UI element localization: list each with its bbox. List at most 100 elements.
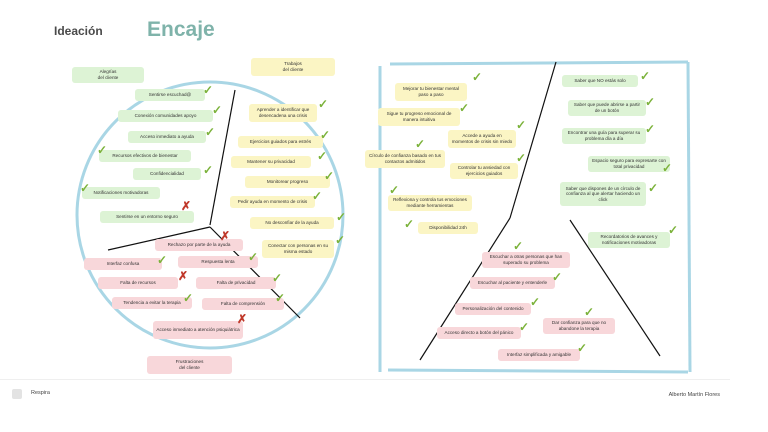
gain-creator-note: Accede a ayuda en momentos de crisis sin…: [448, 130, 516, 148]
gain-creator-note: Disponibilidad 24h: [418, 222, 478, 234]
gain-creator-note: Mejorar tu bienestar mental paso a paso: [395, 83, 467, 101]
gain-note: Confidencialidad: [133, 168, 201, 180]
pain-reliever-note: Escuchar al paciente y entenderle: [470, 277, 555, 289]
cross-icon: ✗: [220, 229, 231, 243]
job-note: Aprender a identificar que desencadena u…: [249, 104, 317, 122]
pain-note: Falta de comprensión: [202, 298, 284, 310]
check-icon: ✓: [80, 181, 91, 195]
left-divider-top: [209, 89, 236, 226]
job-note: No desconfiar de la ayuda: [250, 217, 334, 229]
gain-note: Sentirse en un entorno seguro: [100, 211, 194, 223]
check-icon: ✓: [275, 291, 286, 305]
footer-divider: [0, 379, 730, 380]
job-note: Conectar con personas en su misma estado: [262, 240, 334, 258]
product-note: Encontrar una guía para superar su probl…: [562, 128, 646, 144]
gain-creator-note: Círculo de confianza basado en tus conta…: [365, 150, 445, 168]
pain-reliever-note: Dar confianza para que no abandone la te…: [543, 318, 615, 334]
check-icon: ✓: [668, 223, 679, 237]
pain-reliever-note: Escuchar a otras personas que han supera…: [482, 252, 570, 268]
section-label: Ideación: [54, 24, 103, 38]
right-divider-right: [569, 219, 661, 357]
check-icon: ✓: [203, 163, 214, 177]
app-logo: [12, 389, 22, 399]
gain-note: Recursos efectivos de bienestar: [99, 150, 191, 162]
product-note: Saber que NO estás solo: [562, 75, 638, 87]
customer-profile-circle: [75, 80, 345, 350]
pains-label: Frustraciones del cliente: [147, 356, 232, 374]
check-icon: ✓: [248, 250, 259, 264]
job-note: Mantener su privacidad: [231, 156, 311, 168]
check-icon: ✓: [320, 128, 331, 142]
check-icon: ✓: [577, 341, 588, 355]
job-note: Pedir ayuda en momento de crisis: [230, 196, 315, 208]
gain-note: Conexión comunidades apoyo: [118, 110, 213, 122]
check-icon: ✓: [645, 95, 656, 109]
gain-note: Notificaciones motivadoras: [82, 187, 160, 199]
pain-note: Falta de recursos: [98, 277, 178, 289]
check-icon: ✓: [205, 125, 216, 139]
pain-note: Tendencia a evitar la terapia: [112, 297, 192, 309]
gain-creator-note: Reflexiona y controla tus emociones medi…: [388, 195, 472, 211]
check-icon: ✓: [472, 70, 483, 84]
pain-note: Interfaz confusa: [84, 258, 162, 270]
cross-icon: ✗: [178, 269, 189, 283]
check-icon: ✓: [324, 169, 335, 183]
gain-note: Sentirse escuchad@: [135, 89, 205, 101]
pain-note: Respuesta lenta: [178, 256, 258, 268]
gain-note: Acceso inmediato a ayuda: [128, 131, 206, 143]
gains-label: Alegrías del cliente: [72, 67, 144, 83]
check-icon: ✓: [552, 270, 563, 284]
check-icon: ✓: [336, 210, 347, 224]
gain-creator-note: Controlar tu ansiedad con ejercicios gui…: [450, 163, 518, 179]
value-map-bottom-edge: [387, 368, 689, 374]
pain-note: Rechazo por parte de la ayuda: [155, 239, 243, 251]
check-icon: ✓: [584, 305, 595, 319]
cross-icon: ✗: [237, 312, 248, 326]
product-note: Recordatorios de avances y notificacione…: [588, 232, 670, 248]
check-icon: ✓: [97, 143, 108, 157]
product-note: Saber que puede abrirse a partir de un b…: [568, 100, 646, 116]
check-icon: ✓: [318, 97, 329, 111]
job-note: Monitorear progreso: [245, 176, 330, 188]
cross-icon: ✗: [181, 199, 192, 213]
check-icon: ✓: [513, 239, 524, 253]
gain-creator-note: Sigue tu progreso emocional de manera in…: [378, 108, 460, 126]
right-divider-top: [509, 61, 557, 219]
pain-note: Acceso inmediato a atención psiquiátrica: [153, 321, 243, 339]
check-icon: ✓: [157, 253, 168, 267]
check-icon: ✓: [516, 151, 527, 165]
check-icon: ✓: [389, 183, 400, 197]
check-icon: ✓: [404, 217, 415, 231]
product-note: Espacio seguro para expresarte con total…: [588, 156, 670, 172]
job-note: Ejercicios guiados para estrés: [238, 136, 323, 148]
footer-author: Alberto Martín Flores: [668, 392, 720, 398]
value-map-right-edge: [686, 61, 692, 373]
product-note: Saber que dispones de un círculo de conf…: [560, 182, 646, 206]
check-icon: ✓: [516, 118, 527, 132]
value-map-top-edge: [389, 60, 689, 66]
check-icon: ✓: [212, 103, 223, 117]
pain-reliever-note: Interfaz simplificada y amigable: [498, 349, 580, 361]
check-icon: ✓: [272, 271, 283, 285]
pain-reliever-note: Personalización del contenido: [455, 303, 531, 315]
pain-reliever-note: Acceso directo a botón del pánico: [437, 327, 521, 339]
check-icon: ✓: [335, 233, 346, 247]
check-icon: ✓: [415, 137, 426, 151]
check-icon: ✓: [645, 122, 656, 136]
check-icon: ✓: [203, 83, 214, 97]
check-icon: ✓: [519, 320, 530, 334]
check-icon: ✓: [459, 101, 470, 115]
check-icon: ✓: [648, 181, 659, 195]
pain-note: Falta de privacidad: [196, 277, 276, 289]
check-icon: ✓: [530, 295, 541, 309]
check-icon: ✓: [183, 291, 194, 305]
check-icon: ✓: [640, 69, 651, 83]
check-icon: ✓: [662, 161, 673, 175]
check-icon: ✓: [312, 189, 323, 203]
right-divider-left: [419, 217, 511, 361]
check-icon: ✓: [317, 149, 328, 163]
left-divider-left: [107, 226, 211, 251]
footer-app-name: Respira: [31, 390, 50, 396]
jobs-label: Trabajos del cliente: [251, 58, 335, 76]
